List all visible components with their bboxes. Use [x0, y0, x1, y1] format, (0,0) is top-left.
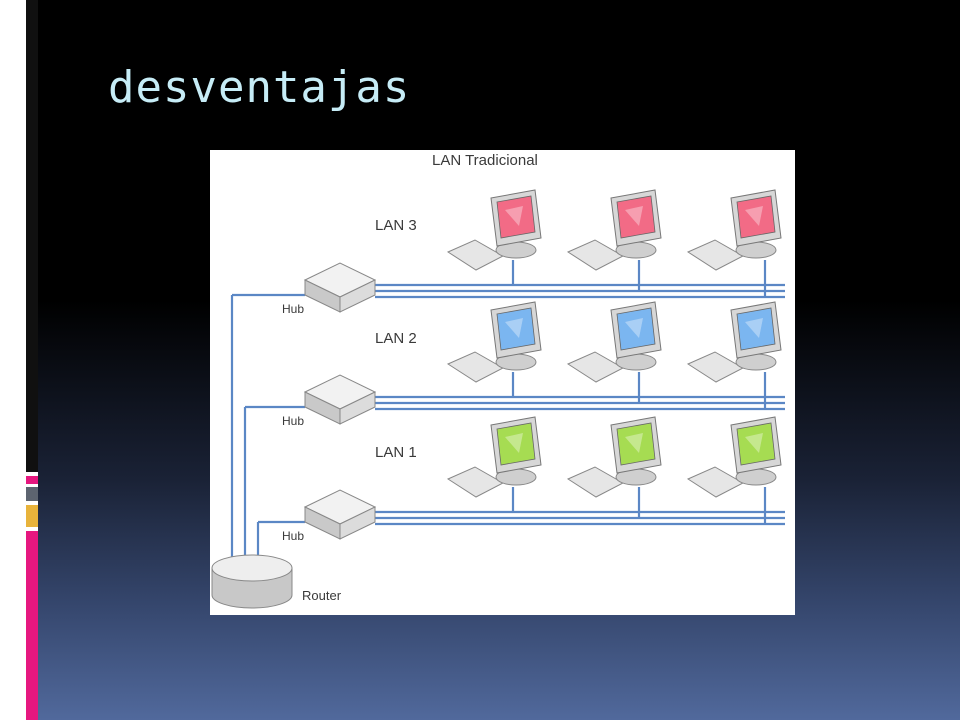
keyboard [446, 239, 505, 271]
diagram-heading: LAN Tradicional [432, 152, 538, 169]
keyboard [686, 351, 745, 383]
monitor-screen [616, 195, 656, 239]
computer-lan3-3 [686, 189, 782, 271]
hub-1 [303, 489, 377, 540]
lan-label-2: LAN 2 [375, 330, 417, 347]
monitor-screen [736, 195, 776, 239]
screen-glare [505, 206, 523, 226]
lan-label-3: LAN 3 [375, 217, 417, 234]
hub-side-right-1 [339, 506, 376, 540]
hub-label-1: Hub [282, 529, 304, 543]
screen-glare [745, 206, 763, 226]
keyboard [446, 466, 505, 498]
hub-label-2: Hub [282, 414, 304, 428]
keyboard [566, 351, 625, 383]
monitor-screen [616, 307, 656, 351]
hub-label-3: Hub [282, 302, 304, 316]
monitor-screen [496, 422, 536, 466]
hub-side-right-3 [339, 279, 376, 313]
screen-glare [505, 318, 523, 338]
accent-bar-pink [26, 476, 38, 484]
left-decorative-strip [0, 0, 38, 720]
hub-side-right-2 [339, 391, 376, 425]
router [211, 554, 293, 609]
accent-bar-gray [26, 487, 38, 501]
computer-lan3-1 [446, 189, 542, 271]
router-top [211, 554, 293, 582]
keyboard [566, 239, 625, 271]
accent-bar-gray-top [26, 0, 38, 472]
keyboard [686, 466, 745, 498]
computer-lan1-2 [566, 416, 662, 498]
screen-glare [625, 318, 643, 338]
screen-glare [745, 433, 763, 453]
network-cables [230, 260, 785, 560]
computer-lan2-2 [566, 301, 662, 383]
keyboard [566, 466, 625, 498]
screen-glare [625, 433, 643, 453]
computer-lan3-2 [566, 189, 662, 271]
screen-glare [745, 318, 763, 338]
monitor-screen [496, 307, 536, 351]
computer-lan2-3 [686, 301, 782, 383]
computer-lan1-3 [686, 416, 782, 498]
accent-bar-gold [26, 505, 38, 527]
slide-title: desventajas [108, 62, 411, 113]
router-label: Router [302, 588, 342, 603]
monitor-screen [496, 195, 536, 239]
computer-lan1-1 [446, 416, 542, 498]
monitor-screen [736, 422, 776, 466]
monitor-screen [736, 307, 776, 351]
accent-bar-pink-long [26, 531, 38, 720]
monitor-screen [616, 422, 656, 466]
screen-glare [625, 206, 643, 226]
hub-2 [303, 374, 377, 425]
keyboard [686, 239, 745, 271]
keyboard [446, 351, 505, 383]
lan-label-1: LAN 1 [375, 444, 417, 461]
screen-glare [505, 433, 523, 453]
computer-lan2-1 [446, 301, 542, 383]
hub-3 [303, 262, 377, 313]
